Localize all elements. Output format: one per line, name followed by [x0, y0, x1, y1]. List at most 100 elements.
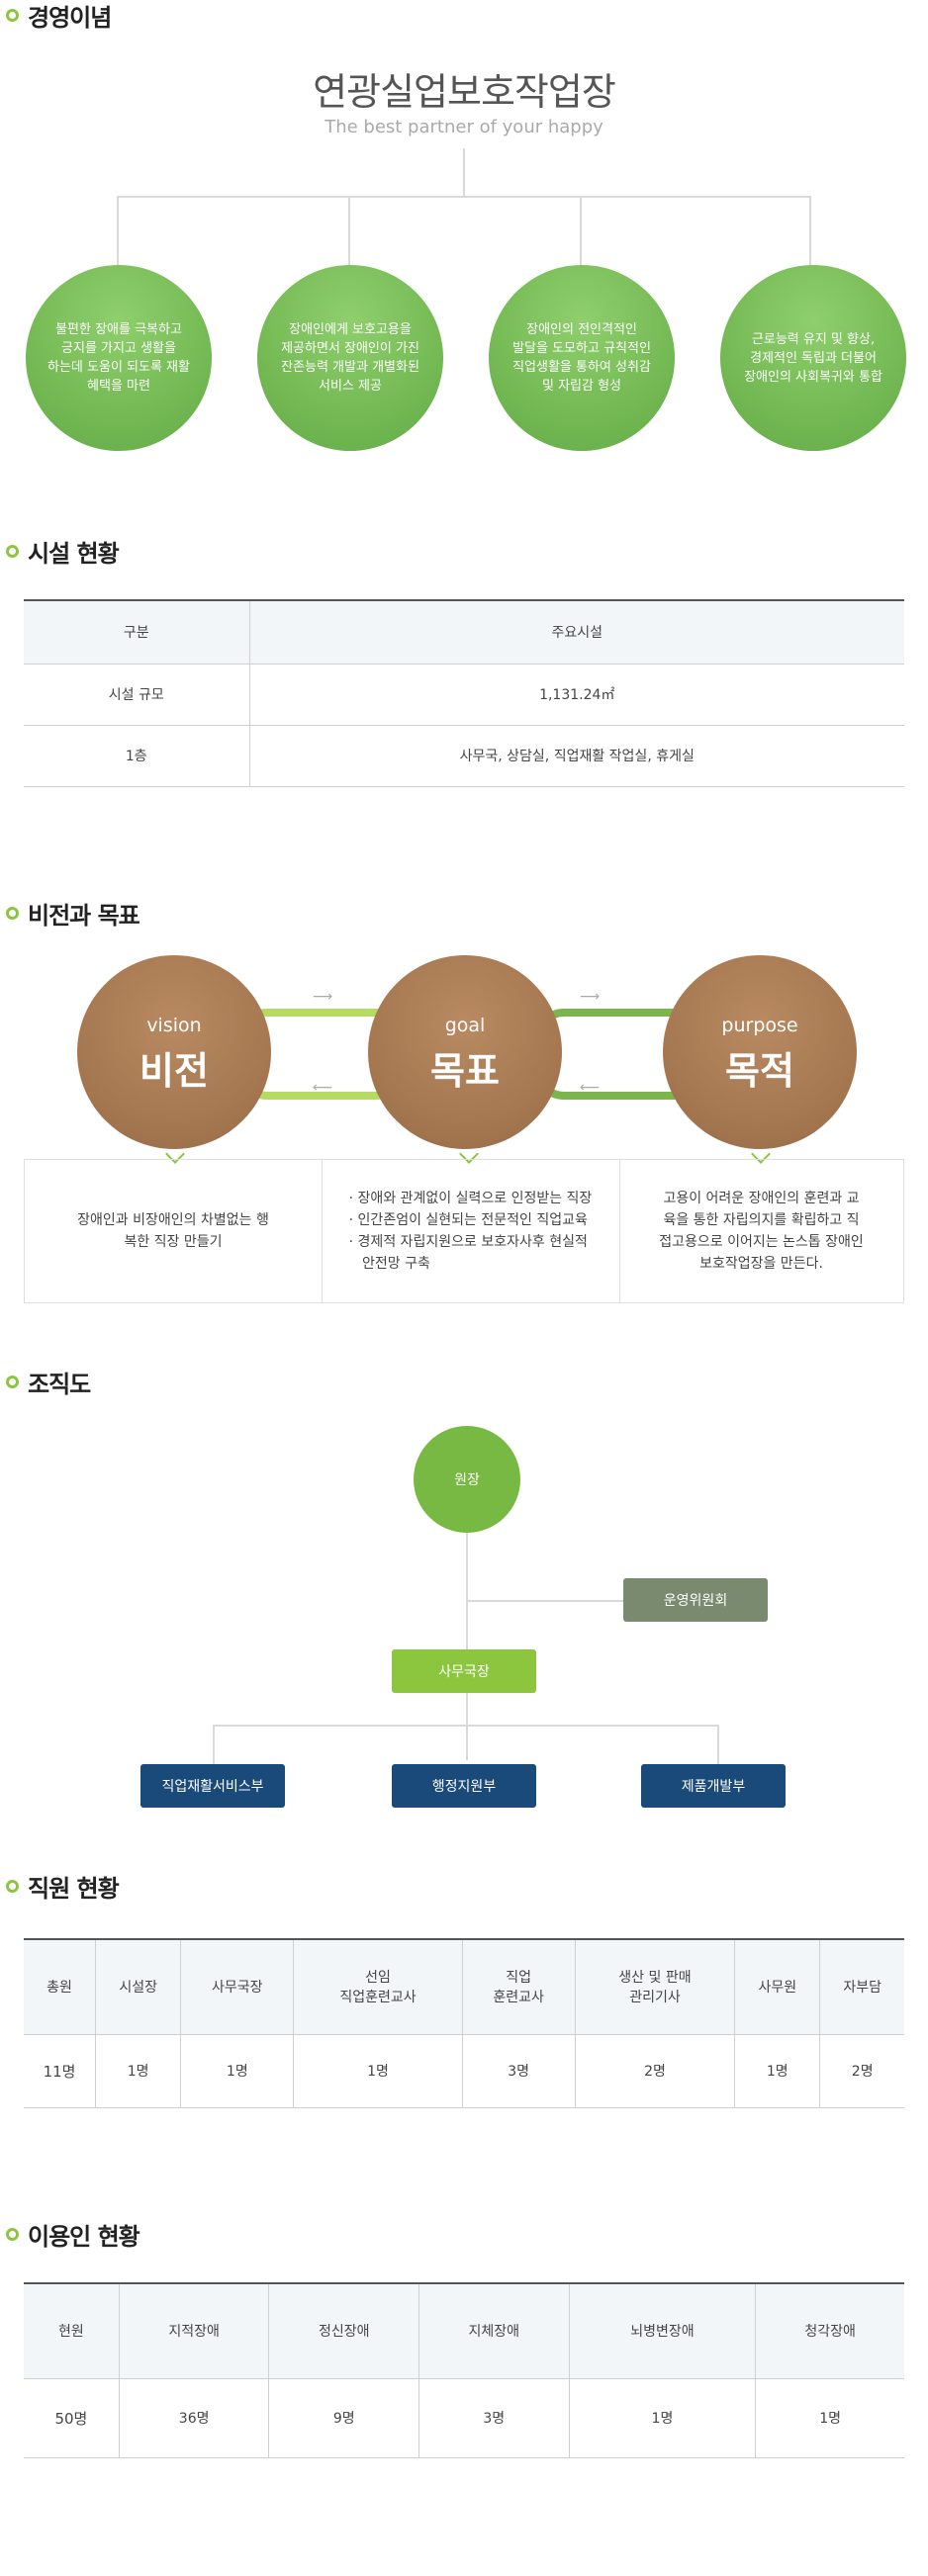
connector-line [580, 196, 582, 267]
list-item: · 인간존엄이 실현되는 전문적인 직업교육 [348, 1212, 588, 1228]
table-cell: 3명 [461, 2034, 576, 2108]
section-title-text: 시설 현황 [28, 540, 120, 568]
org-line [466, 1600, 634, 1602]
table-header-cell: 총원 [24, 1938, 96, 2035]
philosophy-circle: 불편한 장애를 극복하고 긍지를 가지고 생활을 하는데 도움이 되도록 재활 … [26, 265, 212, 451]
table-cell: 시설 규모 [24, 664, 249, 726]
section-title-text: 경영이념 [28, 4, 112, 32]
table-header-row: 현원 지적장애 정신장애 지체장애 뇌병변장애 청각장애 [24, 2282, 904, 2379]
table-header-cell: 시설장 [95, 1938, 181, 2035]
philosophy-title: 연광실업보호작업장 [313, 70, 616, 114]
table-header-cell: 뇌병변장애 [568, 2282, 756, 2379]
table-row: 50명 36명 9명 3명 1명 1명 [24, 2378, 904, 2458]
connector-line [348, 196, 350, 267]
org-line [213, 1725, 215, 1764]
staff-table: 총원 시설장 사무국장 선임 직업훈련교사 직업 훈련교사 생산 및 판매 관리… [24, 1938, 904, 2108]
goal-circle-ko: 목표 [430, 1049, 500, 1093]
org-committee: 운영위원회 [623, 1578, 768, 1622]
section-title-vision: 비전과 목표 [6, 896, 140, 931]
table-cell: 1명 [293, 2034, 463, 2108]
philosophy-circle: 장애인에게 보호고용을 제공하면서 장애인이 가진 잔존능력 개발과 개별화된 … [257, 265, 443, 451]
table-row: 1층 사무국, 상담실, 직업재활 작업실, 휴게실 [24, 725, 904, 787]
table-row: 시설 규모 1,131.24㎡ [24, 664, 904, 726]
table-header-cell: 청각장애 [755, 2282, 904, 2379]
table-header-cell: 현원 [24, 2282, 120, 2379]
org-department: 제품개발부 [641, 1764, 786, 1808]
bullet-icon [6, 1376, 19, 1388]
table-cell: 9명 [268, 2378, 419, 2458]
vision-box: 장애인과 비장애인의 차별없는 행복한 직장 만들기 [24, 1159, 323, 1303]
org-line [717, 1725, 719, 1764]
table-cell: 1,131.24㎡ [248, 664, 904, 726]
purpose-circle-en: purpose [721, 1015, 798, 1036]
vision-circle-en: vision [146, 1015, 202, 1036]
table-header-cell: 사무원 [734, 1938, 820, 2035]
section-title-staff: 직원 현황 [6, 1869, 120, 1904]
facilities-table: 구분 주요시설 시설 규모 1,131.24㎡ 1층 사무국, 상담실, 직업재… [24, 599, 904, 787]
section-title-philosophy: 경영이념 [6, 0, 112, 33]
table-cell: 2명 [574, 2034, 735, 2108]
table-header-cell: 정신장애 [268, 2282, 419, 2379]
table-row: 11명 1명 1명 1명 3명 2명 1명 2명 [24, 2034, 904, 2108]
arrow-left-icon: ⟵ [580, 1080, 601, 1096]
section-title-text: 이용인 현황 [28, 2223, 140, 2251]
table-header-row: 총원 시설장 사무국장 선임 직업훈련교사 직업 훈련교사 생산 및 판매 관리… [24, 1938, 904, 2035]
section-title-users: 이용인 현황 [6, 2217, 140, 2252]
table-header-cell: 지체장애 [418, 2282, 570, 2379]
table-cell: 1명 [180, 2034, 294, 2108]
table-cell: 1층 [24, 725, 249, 787]
goal-circle-en: goal [444, 1015, 486, 1036]
section-title-text: 조직도 [28, 1371, 91, 1398]
table-header-cell: 사무국장 [180, 1938, 294, 2035]
table-header-cell: 주요시설 [248, 599, 904, 665]
vision-box-text: 장애인과 비장애인의 차별없는 행복한 직장 만들기 [77, 1212, 269, 1250]
table-cell: 1명 [755, 2378, 904, 2458]
table-header-cell: 생산 및 판매 관리기사 [574, 1938, 735, 2035]
philosophy-circle: 장애인의 전인격적인 발달을 도모하고 규칙적인 직업생활을 통하여 성취감 및… [489, 265, 675, 451]
table-header-cell: 직업 훈련교사 [461, 1938, 576, 2035]
org-director: 원장 [414, 1426, 520, 1533]
connector-line [463, 148, 465, 196]
table-header-cell: 지적장애 [118, 2282, 269, 2379]
section-title-text: 비전과 목표 [28, 902, 140, 930]
philosophy-subtitle: The best partner of your happy [325, 117, 603, 137]
table-cell: 1명 [568, 2378, 756, 2458]
section-title-facilities: 시설 현황 [6, 534, 120, 569]
table-header-row: 구분 주요시설 [24, 599, 904, 665]
connector-line [117, 196, 809, 198]
org-secretary: 사무국장 [392, 1649, 536, 1693]
table-cell: 11명 [24, 2034, 96, 2108]
connector-line [809, 196, 811, 267]
arrow-right-icon: ⟶ [580, 989, 601, 1005]
goal-circle: goal 목표 [368, 955, 562, 1149]
bullet-icon [6, 545, 19, 558]
table-header-cell: 자부담 [819, 1938, 904, 2035]
purpose-box-text: 고용이 어려운 장애인의 훈련과 교육을 통한 자립의지를 확립하고 직접고용으… [659, 1191, 864, 1272]
org-department: 직업재활서비스부 [140, 1764, 285, 1808]
goal-list: · 장애와 관계없이 실력으로 인정받는 직장 · 인간존엄이 실현되는 전문적… [349, 1188, 593, 1275]
org-line [466, 1523, 468, 1760]
arrow-right-icon: ⟶ [313, 989, 333, 1005]
list-item: · 장애와 관계없이 실력으로 인정받는 직장 [348, 1191, 593, 1206]
table-cell: 50명 [24, 2378, 120, 2458]
table-cell: 3명 [418, 2378, 570, 2458]
table-cell: 2명 [819, 2034, 904, 2108]
table-cell: 36명 [118, 2378, 269, 2458]
bullet-icon [6, 2228, 19, 2241]
org-department: 행정지원부 [392, 1764, 536, 1808]
org-line [213, 1725, 719, 1727]
table-cell: 1명 [95, 2034, 181, 2108]
section-title-org: 조직도 [6, 1365, 91, 1399]
vision-circle-ko: 비전 [139, 1049, 209, 1093]
purpose-circle: purpose 목적 [663, 955, 857, 1149]
goal-box: · 장애와 관계없이 실력으로 인정받는 직장 · 인간존엄이 실현되는 전문적… [322, 1159, 620, 1303]
section-title-text: 직원 현황 [28, 1875, 120, 1903]
bullet-icon [6, 907, 19, 920]
connector-line [117, 196, 119, 267]
users-table: 현원 지적장애 정신장애 지체장애 뇌병변장애 청각장애 50명 36명 9명 … [24, 2282, 904, 2458]
table-cell: 1명 [734, 2034, 820, 2108]
bullet-icon [6, 9, 19, 22]
arrow-left-icon: ⟵ [313, 1080, 333, 1096]
philosophy-circle: 근로능력 유지 및 향상, 경제적인 독립과 더불어 장애인의 사회복귀와 통합 [720, 265, 906, 451]
table-header-cell: 선임 직업훈련교사 [293, 1938, 463, 2035]
